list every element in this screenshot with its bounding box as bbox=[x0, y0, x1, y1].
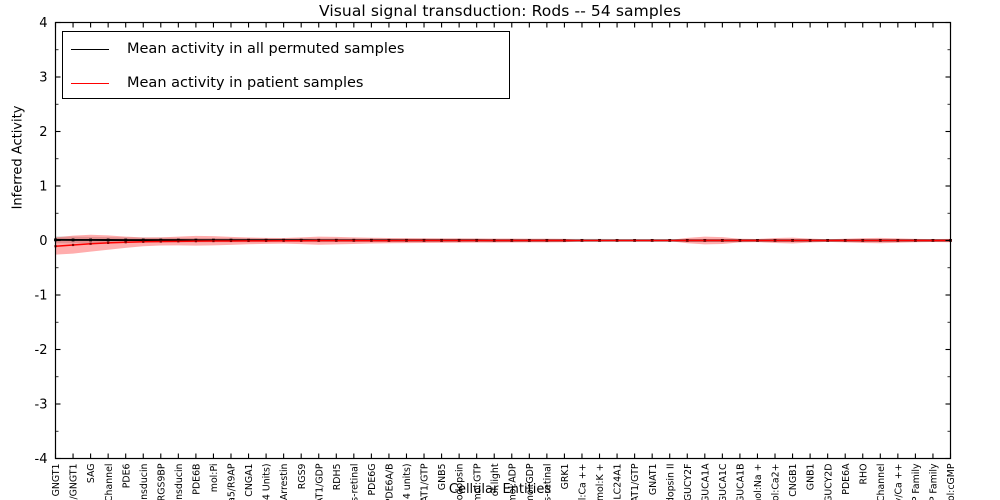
x-tick-label: mol:Ca ++ bbox=[578, 464, 589, 500]
x-tick-label: mol:11-cis-retinal bbox=[349, 464, 360, 500]
legend-label-patient: Mean activity in patient samples bbox=[127, 75, 364, 91]
x-tick-label: GRK1 bbox=[560, 463, 571, 489]
x-tick-label: Metarhodopsin II/Transducin bbox=[174, 463, 185, 500]
x-tick-label: GUCA1B bbox=[736, 464, 747, 500]
y-tick-label: -3 bbox=[35, 398, 48, 413]
legend-label-permuted: Mean activity in all permuted samples bbox=[127, 41, 405, 57]
x-tick-label: PDE6G bbox=[367, 464, 378, 496]
x-tick-label: GNB5 bbox=[437, 463, 448, 490]
x-tick-label: GUCY2D bbox=[823, 464, 834, 500]
legend-swatch-permuted bbox=[71, 48, 109, 50]
x-tick-label: absorption of light bbox=[490, 463, 501, 500]
x-tick-label: GNAT1 bbox=[648, 463, 659, 495]
x-tick-label: mol:GMP (4 units) bbox=[402, 464, 413, 500]
x-tick-label: GNGT1 bbox=[51, 463, 62, 496]
x-tick-label: Transducin bbox=[139, 463, 150, 500]
x-tick-label: Rhodopsin bbox=[455, 463, 466, 500]
legend-entry-patient: Mean activity in patient samples bbox=[63, 66, 509, 100]
x-tick-label: RDH5 bbox=[332, 463, 343, 490]
x-tick-label: mol:Na + bbox=[753, 464, 764, 500]
x-tick-label: PDE6A bbox=[841, 463, 852, 495]
x-tick-label: RHO bbox=[858, 464, 869, 485]
x-tick-label: mol:Ca2+ bbox=[771, 464, 782, 500]
x-tick-label: mol:GTP bbox=[472, 463, 483, 500]
x-tick-label: RGS9-1/Gbeta5/R9AP bbox=[227, 463, 238, 500]
x-tick-label: cGMP/CNG Channel bbox=[876, 464, 887, 500]
y-tick-label: 0 bbox=[39, 234, 47, 249]
x-tick-label: mol:K + bbox=[595, 464, 606, 500]
x-tick-label: PDE6B bbox=[191, 464, 202, 495]
x-tick-label: GNB1 bbox=[806, 463, 817, 490]
chart-legend: Mean activity in all permuted samples Me… bbox=[62, 31, 510, 99]
chart-title: Visual signal transduction: Rods -- 54 s… bbox=[318, 2, 682, 20]
x-tick-label: Metarhodopsin II/Arrestin bbox=[279, 463, 290, 500]
x-tick-label: PDE6G/GNAT1/GTP bbox=[420, 463, 431, 500]
x-tick-label: mol:ADP bbox=[507, 463, 518, 500]
x-axis-label: Cellular Entities bbox=[448, 482, 552, 497]
x-tick-label: GUCA1A bbox=[700, 463, 711, 500]
x-tick-label: RGS9BP bbox=[156, 463, 167, 500]
x-tick-label: mol:Pi bbox=[209, 464, 220, 493]
x-tick-label: GUCY2F bbox=[683, 464, 694, 500]
y-tick-label: -2 bbox=[35, 343, 48, 358]
x-tick-label: mol:all-trans-retinal bbox=[542, 464, 553, 500]
y-tick-label: -1 bbox=[35, 289, 48, 304]
x-tick-label: PDE6 bbox=[121, 463, 132, 488]
x-tick-label: GNAT1/GDP bbox=[314, 463, 325, 500]
legend-swatch-patient bbox=[71, 82, 109, 84]
x-tick-label: PDE6A/B bbox=[385, 464, 396, 500]
x-tick-label: RGS9 bbox=[297, 463, 308, 489]
x-tick-label: GC2/GCAP Family bbox=[911, 463, 922, 500]
x-tick-label: GNAT1/GTP bbox=[630, 463, 641, 500]
y-tick-label: 2 bbox=[39, 125, 47, 140]
x-tick-label: GNB1/GNGT1 bbox=[69, 463, 80, 500]
x-tick-label: GCAP Family/Ca ++ bbox=[893, 464, 904, 500]
x-tick-label: CNGA1 bbox=[244, 463, 255, 496]
x-tick-label: mol:cGMP bbox=[946, 463, 957, 500]
x-tick-label: SLC24A1 bbox=[613, 463, 624, 500]
y-tick-label: 3 bbox=[39, 71, 47, 86]
y-tick-label: 4 bbox=[39, 16, 47, 31]
x-tick-label: Na + (4 Units) bbox=[262, 464, 273, 500]
x-tick-label: GC1/GCAP Family bbox=[929, 463, 940, 500]
y-tick-label: 1 bbox=[39, 180, 47, 195]
x-tick-label: GUCA1C bbox=[718, 463, 729, 500]
y-tick-label: -4 bbox=[35, 452, 48, 467]
x-tick-label: mol:GDP bbox=[525, 463, 536, 500]
x-tick-label: SAG bbox=[86, 464, 97, 484]
x-tick-label: CNGB1 bbox=[788, 463, 799, 496]
x-tick-label: CNG Channel bbox=[104, 464, 115, 500]
legend-entry-permuted: Mean activity in all permuted samples bbox=[63, 32, 509, 66]
x-tick-label: Metarhodopsin II bbox=[665, 464, 676, 500]
